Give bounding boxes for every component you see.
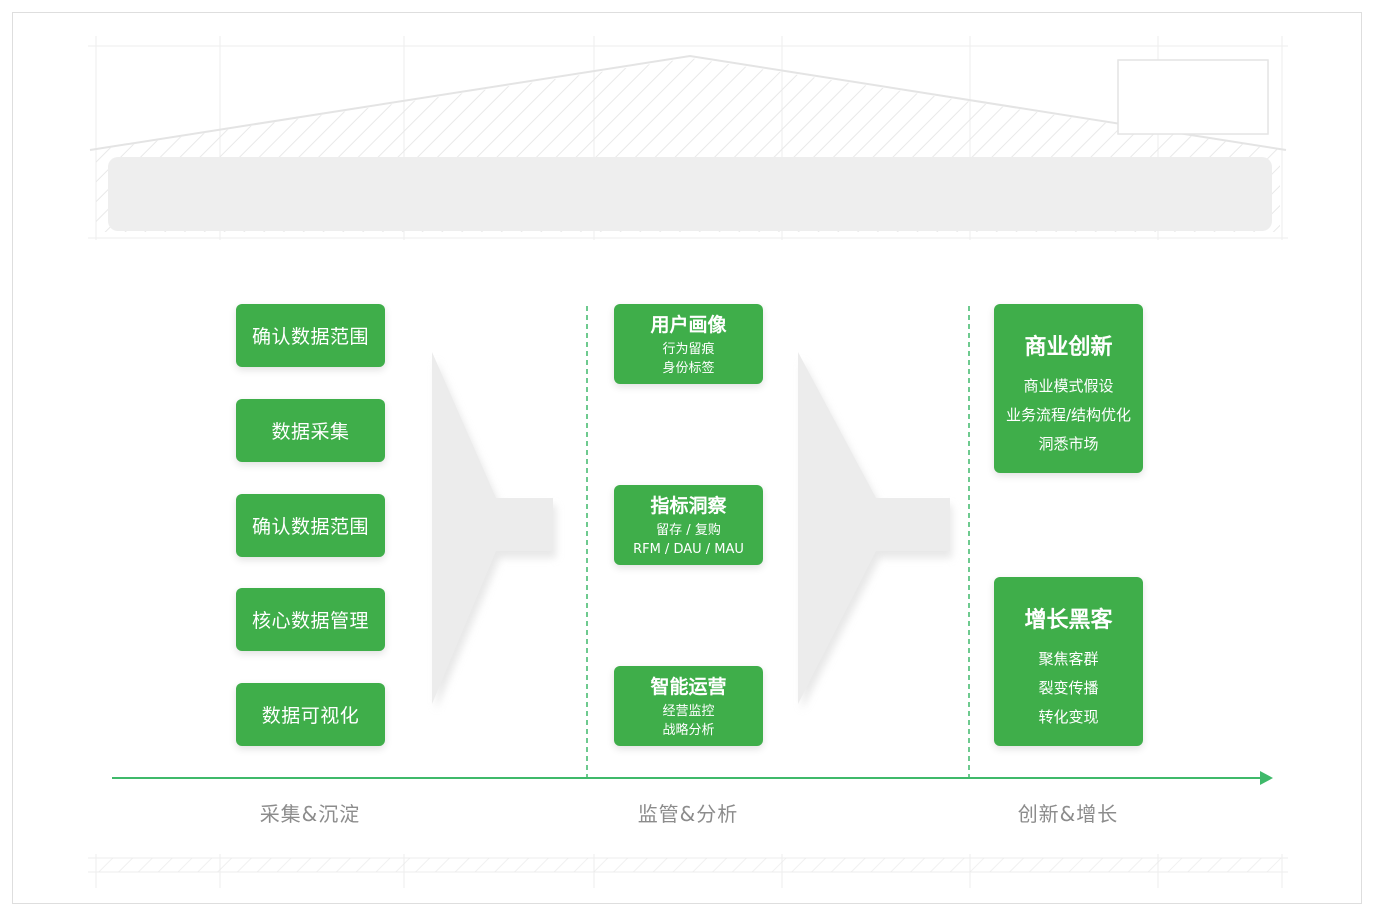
stage1-item-4-label: 核心数据管理	[251, 610, 369, 632]
stage3-card-line: 裂变传播	[1038, 679, 1099, 697]
stage2-card-line: 经营监控	[662, 703, 715, 719]
stage2-card-line: 身份标签	[662, 360, 715, 376]
stage2-card-title: 用户画像	[650, 313, 727, 336]
stage2-card-title: 智能运营	[650, 675, 727, 698]
stage1-label: 采集&沉淀	[259, 802, 361, 826]
stage2-card-user-profile: 用户画像 行为留痕 身份标签	[614, 304, 763, 384]
stage1-item-4: 核心数据管理	[236, 588, 385, 651]
stage1-item-3: 确认数据范围	[236, 494, 385, 557]
stage2-card-line: 留存 / 复购	[656, 522, 721, 538]
chevron-arrow-1	[432, 352, 553, 704]
stage2-card-metric-insight: 指标洞察 留存 / 复购 RFM / DAU / MAU	[614, 485, 763, 565]
stage3-card-business-innovation: 商业创新 商业模式假设 业务流程/结构优化 洞悉市场	[994, 304, 1143, 473]
stage1-item-5-label: 数据可视化	[261, 705, 360, 727]
stage1-item-2: 数据采集	[236, 399, 385, 462]
stage3-card-growth-hacking: 增长黑客 聚焦客群 裂变传播 转化变现	[994, 577, 1143, 746]
stage1-item-1: 确认数据范围	[236, 304, 385, 367]
stage2-card-line: 行为留痕	[662, 341, 715, 357]
stage2-label: 监管&分析	[637, 802, 739, 826]
stage1-item-3-label: 确认数据范围	[251, 516, 369, 538]
stage3-card-line: 转化变现	[1038, 708, 1099, 726]
stage2-card-smart-operation: 智能运营 经营监控 战略分析	[614, 666, 763, 746]
stage1-item-5: 数据可视化	[236, 683, 385, 746]
stage2-card-line: RFM / DAU / MAU	[633, 541, 744, 557]
stage3-card-line: 聚焦客群	[1038, 650, 1099, 668]
stage3-label: 创新&增长	[1017, 802, 1119, 826]
stage3-card-line: 业务流程/结构优化	[1005, 406, 1132, 424]
stage3-card-line: 洞悉市场	[1038, 435, 1099, 453]
stage2-card-title: 指标洞察	[650, 494, 727, 517]
stage3-card-title: 增长黑客	[1024, 608, 1113, 633]
chevron-arrow-2	[798, 352, 950, 704]
stage1-item-1-label: 确认数据范围	[251, 326, 369, 348]
stage2-card-line: 战略分析	[662, 722, 715, 738]
stage1-item-2-label: 数据采集	[271, 421, 350, 443]
stage3-card-line: 商业模式假设	[1023, 377, 1114, 395]
stage3-card-title: 商业创新	[1024, 335, 1113, 360]
